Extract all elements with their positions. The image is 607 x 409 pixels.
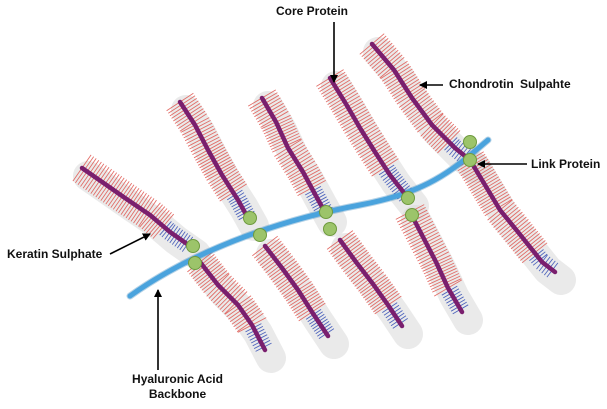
core-protein-arm-4-upper [327, 75, 411, 201]
label-chondroitin-sulphate: Chondrotin Sulpahte [449, 77, 571, 91]
shadow-arm-1-upper [73, 161, 211, 269]
label-core-protein: Core Protein [276, 4, 349, 18]
link-protein-9 [463, 135, 477, 149]
core-protein-layer [79, 41, 558, 353]
link-protein-10 [463, 153, 477, 167]
link-protein-1 [186, 239, 200, 253]
link-protein-8 [405, 208, 419, 222]
label-hyaluronic-acid-backbone: Hyaluronic Acid Backbone [120, 372, 235, 402]
label-keratin-sulphate: Keratin Sulphate [7, 247, 103, 261]
label-hyaluronic-line-1: Hyaluronic Acid [132, 372, 223, 386]
link-protein-7 [401, 191, 415, 205]
label-link-protein: Link Protein [531, 157, 601, 171]
core-protein-arm-6-lower [467, 157, 558, 275]
core-protein-arm-5-upper [369, 41, 473, 163]
link-protein-layer [186, 135, 477, 270]
pointer-layer [109, 22, 527, 370]
link-protein-2 [188, 256, 202, 270]
core-protein-arm-5-lower [407, 209, 465, 315]
core-protein-arm-3-upper [259, 95, 329, 217]
label-hyaluronic-line-2: Backbone [148, 387, 207, 401]
core-protein-arm-2-upper [177, 99, 251, 221]
link-protein-5 [319, 205, 333, 219]
link-protein-4 [253, 228, 267, 242]
pointer-keratin-sulphate [109, 233, 151, 255]
core-protein-arm-3-lower [262, 243, 331, 339]
link-protein-3 [243, 211, 257, 225]
gag-chains-arm-6-lower [456, 151, 559, 278]
link-protein-6 [323, 222, 337, 236]
core-protein-arm-2-lower [197, 259, 268, 353]
core-protein-arm-4-lower [337, 237, 405, 329]
core-protein-arm-1-upper [79, 165, 193, 249]
